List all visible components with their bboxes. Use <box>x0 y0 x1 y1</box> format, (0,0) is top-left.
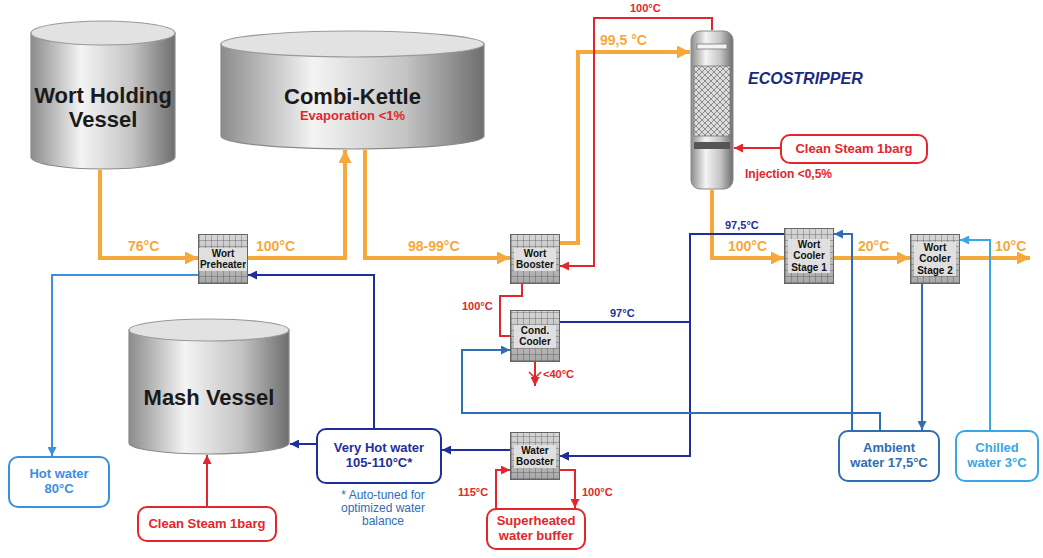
pipe-connector <box>100 170 198 258</box>
steam-source: Clean Steam 1barg <box>137 506 277 542</box>
kettle-vessel: Combi-KettleEvaporation <1% <box>220 30 485 150</box>
pipe-connector <box>560 234 784 456</box>
water-buffer: Superheated water buffer <box>486 508 586 550</box>
node-label: Wort Holding Vessel <box>30 84 176 132</box>
heat-exchanger: Water Booster <box>510 432 560 480</box>
column-shell <box>691 31 733 189</box>
pipe-connector <box>834 234 852 430</box>
heat-exchanger: Wort Cooler Stage 2 <box>910 234 960 284</box>
pipe-connector <box>462 350 880 430</box>
pipe-connector <box>442 449 510 451</box>
node-label: Cond. Cooler <box>514 325 556 348</box>
column-outline <box>690 30 734 190</box>
temperature-label: 10°C <box>995 239 1026 254</box>
water-tank: Ambient water 17,5°C <box>838 430 940 482</box>
pipe-connector <box>834 256 910 260</box>
node-label: Hot water 80°C <box>16 467 102 497</box>
pipe-connector <box>560 322 690 456</box>
temperature-label: 100°C <box>630 2 661 14</box>
pipe-connector <box>290 443 316 445</box>
node-label: Wort Cooler Stage 2 <box>914 242 956 277</box>
vessel-body <box>129 330 289 454</box>
distributor <box>697 44 727 49</box>
node-label: Ambient water 17,5°C <box>846 441 932 471</box>
temperature-label: 100°C <box>256 239 295 254</box>
vessel-body <box>221 44 484 149</box>
steam-source: Clean Steam 1barg <box>780 134 928 164</box>
node-label: Very Hot water 105-110°C* <box>324 441 434 471</box>
pipe-connector <box>712 190 784 258</box>
pipe-connector <box>734 147 780 149</box>
stripper-column: ECOSTRIPPER <box>690 30 734 190</box>
temperature-label: 100°C <box>462 300 493 312</box>
heat-exchanger: Wort Cooler Stage 1 <box>784 228 834 284</box>
node-label: Superheated water buffer <box>494 514 578 544</box>
temperature-label: 76°C <box>128 239 159 254</box>
vessel-top <box>31 21 175 45</box>
temperature-label: 20°C <box>858 239 889 254</box>
temperature-label: 115°C <box>458 486 488 498</box>
pipe-connector <box>960 240 990 430</box>
pipe-connector <box>921 284 923 430</box>
node-note: Evaporation <1% <box>300 109 405 123</box>
node-label: Wort Booster <box>514 248 556 271</box>
vessel-body <box>31 33 175 169</box>
injection-note: Injection <0,5% <box>745 168 832 181</box>
condensate-outlet-fork <box>529 372 541 378</box>
node-label: Wort Cooler Stage 1 <box>788 239 830 274</box>
water-tank: Hot water 80°C <box>8 456 110 508</box>
temperature-label: 98-99°C <box>408 239 460 254</box>
pipe-connector <box>365 150 510 258</box>
node-label: Combi-Kettle <box>284 85 421 109</box>
pipe-connector <box>560 470 575 508</box>
heat-exchanger: Cond. Cooler <box>510 310 560 362</box>
wort-outlet-line <box>960 256 1030 260</box>
temperature-label: 100°C <box>728 239 767 254</box>
heat-exchanger: Wort Booster <box>510 234 560 284</box>
steam-injector <box>694 142 730 149</box>
node-label: Clean Steam 1barg <box>148 517 265 532</box>
temperature-label: 99,5 °C <box>600 33 647 48</box>
pipe-connector <box>560 52 690 243</box>
water-tank: Very Hot water 105-110°C* <box>316 428 442 484</box>
heat-exchanger: Wort Preheater <box>198 234 248 284</box>
footnote: * Auto-tuned for optimized water balance <box>320 489 446 529</box>
pipe-connector <box>560 18 712 266</box>
temperature-label: <40°C <box>543 368 574 380</box>
pipe-connector <box>496 470 510 508</box>
node-label: Mash Vessel <box>144 386 275 410</box>
water-tank: Chilled water 3°C <box>955 430 1039 482</box>
node-label: Clean Steam 1barg <box>795 142 912 157</box>
temperature-label: 97°C <box>610 307 635 319</box>
temperature-label: 97,5°C <box>725 219 759 231</box>
node-label: Chilled water 3°C <box>963 441 1031 471</box>
vessel-top <box>221 31 484 57</box>
node-label: Wort Preheater <box>199 248 247 271</box>
pipe-connector <box>248 150 345 258</box>
node-label: Water Booster <box>514 445 556 468</box>
pipe-connector <box>206 455 208 506</box>
packing-bed <box>694 66 730 136</box>
column-title: ECOSTRIPPER <box>748 70 863 88</box>
temperature-label: 100°C <box>582 486 613 498</box>
vessel-top <box>129 319 289 341</box>
condensate-outlet-line <box>534 362 536 386</box>
holding-vessel: Wort Holding Vessel <box>30 20 176 170</box>
mash-vessel: Mash Vessel <box>128 318 290 455</box>
